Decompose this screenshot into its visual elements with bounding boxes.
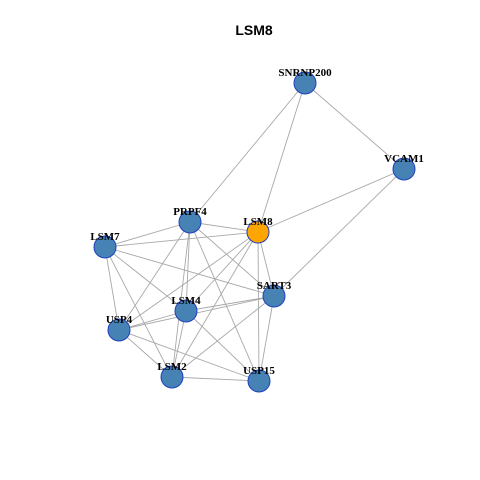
node-sart3: SART3 xyxy=(257,280,292,308)
edge-prpf4-sart3 xyxy=(189,221,275,297)
node-label-lsm2: LSM2 xyxy=(157,361,187,373)
edge-lsm4-usp15 xyxy=(185,310,260,382)
edge-sart3-lsm4 xyxy=(185,295,275,312)
node-usp4: USP4 xyxy=(106,314,133,342)
edge-sart3-usp15 xyxy=(258,295,275,382)
node-circle-sart3 xyxy=(262,284,286,308)
node-lsm4: LSM4 xyxy=(171,295,201,323)
edge-lsm8-lsm2 xyxy=(171,231,259,378)
node-lsm7: LSM7 xyxy=(90,231,120,259)
edge-lsm7-lsm4 xyxy=(104,246,187,312)
node-label-lsm4: LSM4 xyxy=(171,295,201,307)
node-circle-lsm2 xyxy=(160,365,184,389)
node-lsm2: LSM2 xyxy=(157,361,187,389)
edge-lsm8-lsm7 xyxy=(104,231,259,248)
node-circle-prpf4 xyxy=(178,210,202,234)
node-circle-snrnp200 xyxy=(293,71,317,95)
node-vcam1: VCAM1 xyxy=(384,153,424,181)
node-label-lsm7: LSM7 xyxy=(90,231,120,243)
edge-prpf4-lsm7 xyxy=(104,221,191,248)
edge-lsm4-usp4 xyxy=(118,310,187,331)
edge-prpf4-lsm2 xyxy=(171,221,191,378)
graph-title: LSM8 xyxy=(235,22,273,38)
edge-snrnp200-vcam1 xyxy=(304,82,405,170)
edge-snrnp200-lsm8 xyxy=(257,82,306,233)
edge-snrnp200-prpf4 xyxy=(189,82,306,223)
edge-lsm8-usp4 xyxy=(118,231,259,331)
node-label-sart3: SART3 xyxy=(257,280,292,292)
node-label-lsm8: LSM8 xyxy=(243,216,273,228)
edge-lsm2-usp15 xyxy=(171,376,260,382)
edge-lsm7-sart3 xyxy=(104,246,275,297)
node-circle-lsm4 xyxy=(174,299,198,323)
edge-lsm8-usp15 xyxy=(257,231,260,382)
node-circle-usp4 xyxy=(107,318,131,342)
edge-vcam1-sart3 xyxy=(273,168,405,297)
node-label-vcam1: VCAM1 xyxy=(384,153,424,165)
node-circle-lsm7 xyxy=(93,235,117,259)
node-usp15: USP15 xyxy=(243,365,275,393)
node-snrnp200: SNRNP200 xyxy=(278,67,332,95)
node-circle-vcam1 xyxy=(392,157,416,181)
node-label-prpf4: PRPF4 xyxy=(173,206,207,218)
node-circle-usp15 xyxy=(247,369,271,393)
node-circle-lsm8 xyxy=(246,220,270,244)
node-lsm8: LSM8 xyxy=(243,216,273,244)
node-label-usp4: USP4 xyxy=(106,314,133,326)
node-label-snrnp200: SNRNP200 xyxy=(278,67,332,79)
edge-prpf4-lsm4 xyxy=(185,221,191,312)
edge-lsm7-lsm2 xyxy=(104,246,173,378)
nodes-layer: SNRNP200VCAM1PRPF4LSM8LSM7SART3LSM4USP4L… xyxy=(90,67,424,393)
edge-prpf4-usp15 xyxy=(189,221,260,382)
node-label-usp15: USP15 xyxy=(243,365,275,377)
node-prpf4: PRPF4 xyxy=(173,206,207,234)
edge-usp4-usp15 xyxy=(118,329,260,382)
edge-vcam1-lsm8 xyxy=(257,168,405,233)
edge-usp4-lsm2 xyxy=(118,329,173,378)
edge-sart3-lsm2 xyxy=(171,295,275,378)
edge-lsm7-usp4 xyxy=(104,246,120,331)
edge-lsm8-lsm4 xyxy=(185,231,259,312)
